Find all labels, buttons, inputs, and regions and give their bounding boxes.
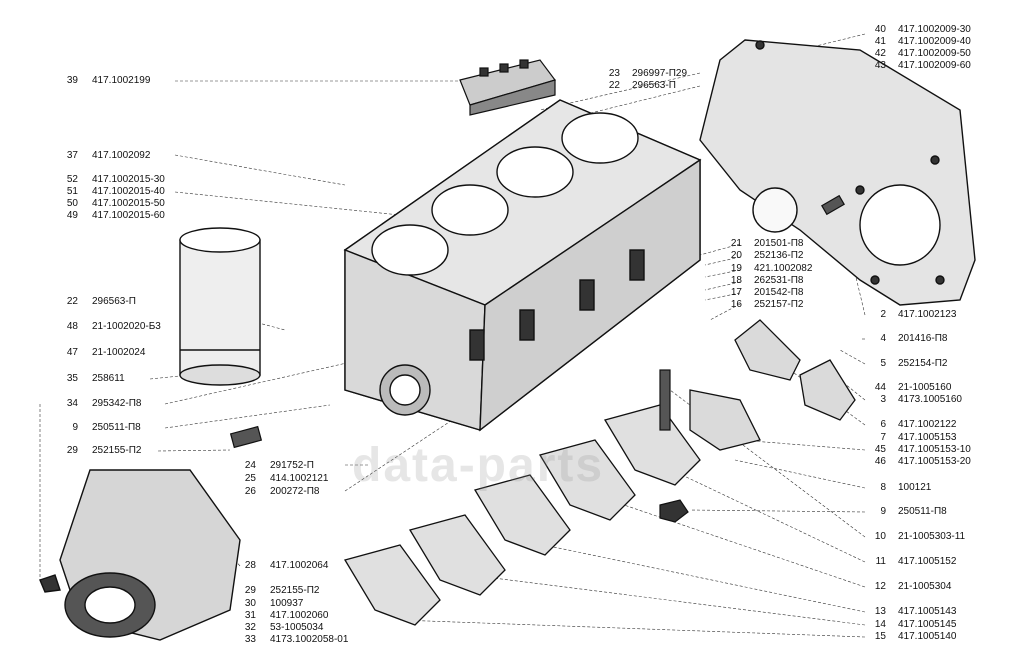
watermark-text: data-parts — [352, 439, 605, 492]
rear-cover — [39, 469, 241, 641]
bearing-caps — [344, 404, 701, 626]
clutch-housing — [699, 39, 976, 306]
rear-main-cap — [689, 319, 856, 451]
cylinder-block — [343, 99, 702, 432]
studs — [229, 194, 845, 523]
cylinder-liner — [179, 227, 261, 386]
cover-part — [459, 59, 556, 116]
